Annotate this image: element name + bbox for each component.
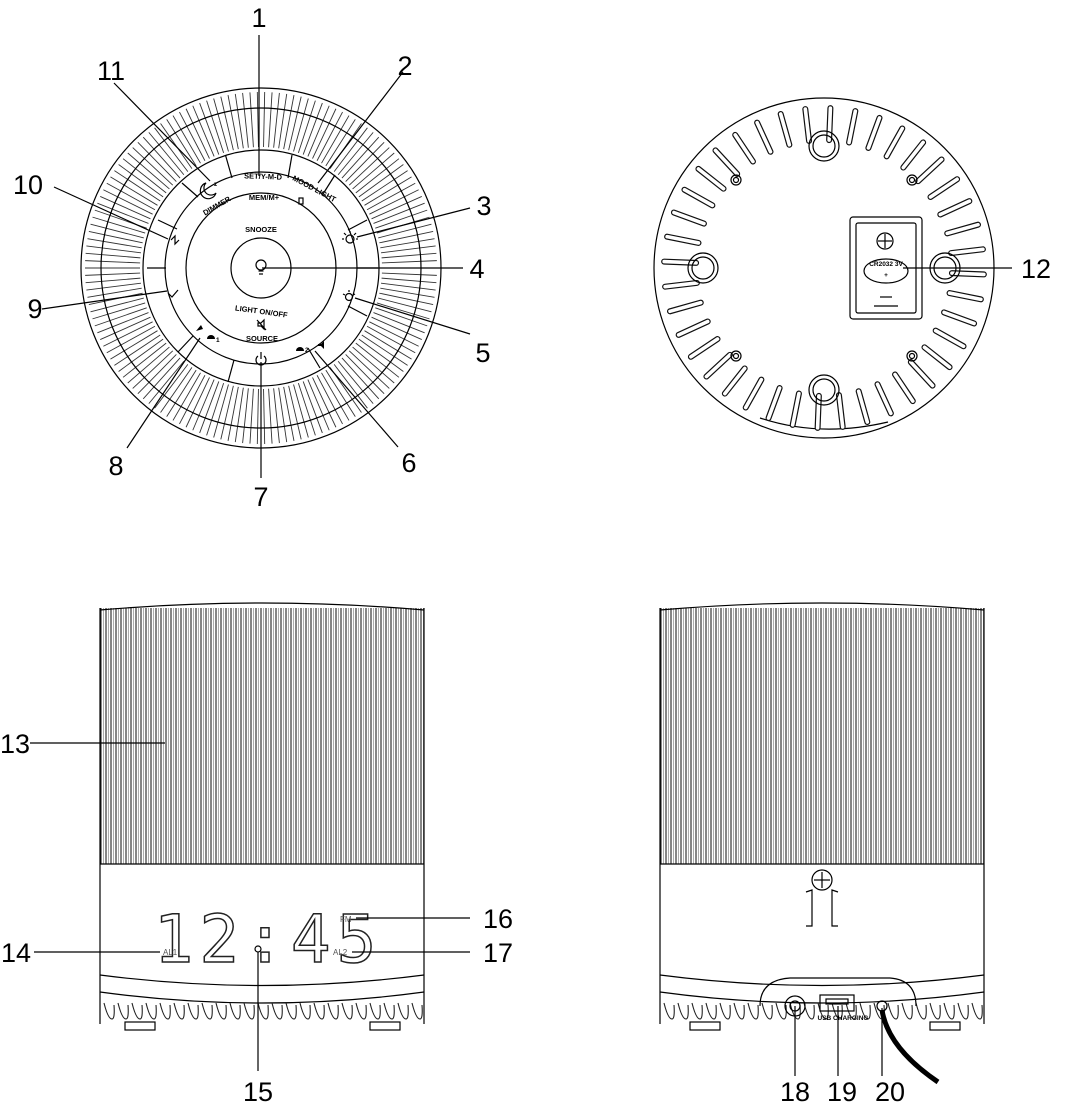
light-onoff-label[interactable]: LIGHT ON/OFF	[235, 303, 289, 319]
display-al1: AL1	[163, 948, 178, 957]
callout-6: 6	[401, 448, 416, 478]
callout-9: 9	[27, 294, 42, 324]
alarm-2-bell-icon[interactable]: 2	[296, 341, 324, 354]
svg-text:CR2032 3V: CR2032 3V	[869, 261, 903, 268]
callout-19: 19	[827, 1077, 857, 1107]
tune-up-icon[interactable]	[170, 234, 180, 246]
display-time: 12:45	[154, 901, 383, 978]
callout-16: 16	[483, 904, 513, 934]
brightness-down-icon[interactable]	[342, 290, 356, 302]
callout-7: 7	[253, 482, 268, 512]
set-ymd-label[interactable]: SET/Y-M-D	[244, 171, 283, 181]
callout-8: 8	[108, 451, 123, 481]
tune-down-icon[interactable]	[167, 289, 179, 298]
wall-mount-screw	[805, 869, 839, 927]
callout-14: 14	[1, 938, 31, 968]
callout-2: 2	[397, 51, 412, 81]
callout-15: 15	[243, 1077, 273, 1107]
snooze-label[interactable]: SNOOZE	[245, 225, 277, 234]
usb-charging-label: USB CHARGING	[818, 1015, 869, 1022]
speaker-fabric-front	[100, 608, 424, 864]
bottom-vent-slots	[661, 105, 987, 431]
front-view: 12:45 FM AL1 AL2 13 14 15 16 17	[0, 602, 513, 1107]
mem-label[interactable]: MEM/M+	[249, 193, 280, 202]
mute-speaker-icon[interactable]	[256, 318, 267, 331]
callout-leaders-top	[41, 35, 471, 478]
battery-indicator-icon	[298, 197, 304, 205]
brightness-up-icon[interactable]	[342, 231, 358, 244]
callout-18: 18	[780, 1077, 810, 1107]
power-cable	[876, 1000, 940, 1085]
bottom-view: CR2032 3V + 12	[653, 97, 1051, 439]
svg-text:z: z	[214, 181, 218, 188]
svg-text:1: 1	[216, 337, 220, 344]
callout-4: 4	[469, 254, 484, 284]
alarm-1-bell-icon[interactable]: 1	[196, 325, 220, 344]
callout-11: 11	[97, 56, 125, 86]
svg-text:+: +	[884, 272, 888, 279]
callout-leaders-front	[30, 742, 470, 1071]
button-ring-dividers	[147, 154, 378, 383]
usb-charging-port[interactable]: USB CHARGING	[818, 994, 869, 1022]
callout-12: 12	[1021, 254, 1051, 284]
speaker-grille-ribs	[85, 92, 437, 444]
dimmer-label[interactable]: DIMMER	[201, 194, 232, 217]
rear-view: USB CHARGING 18 19 20	[659, 602, 985, 1107]
callout-10: 10	[13, 170, 43, 200]
svg-text:2: 2	[305, 347, 309, 354]
callout-13: 13	[0, 729, 30, 759]
sleep-moon-icon[interactable]: z	[199, 181, 218, 200]
display-fm: FM	[340, 915, 352, 924]
callout-1: 1	[251, 3, 266, 33]
callout-17: 17	[483, 938, 513, 968]
callout-5: 5	[475, 338, 490, 368]
top-view: z	[13, 3, 492, 512]
front-base-vents	[103, 1002, 423, 1020]
callout-3: 3	[476, 191, 491, 221]
source-label[interactable]: SOURCE	[246, 334, 278, 343]
callout-leaders-rear	[794, 1006, 883, 1076]
light-bulb-icon[interactable]	[255, 259, 267, 275]
led-display: 12:45 FM AL1 AL2	[153, 900, 383, 979]
display-al2: AL2	[333, 948, 348, 957]
speaker-fabric-rear	[660, 608, 984, 864]
callout-20: 20	[875, 1077, 905, 1107]
mood-light-label[interactable]: MOOD LIGHT	[291, 174, 338, 205]
